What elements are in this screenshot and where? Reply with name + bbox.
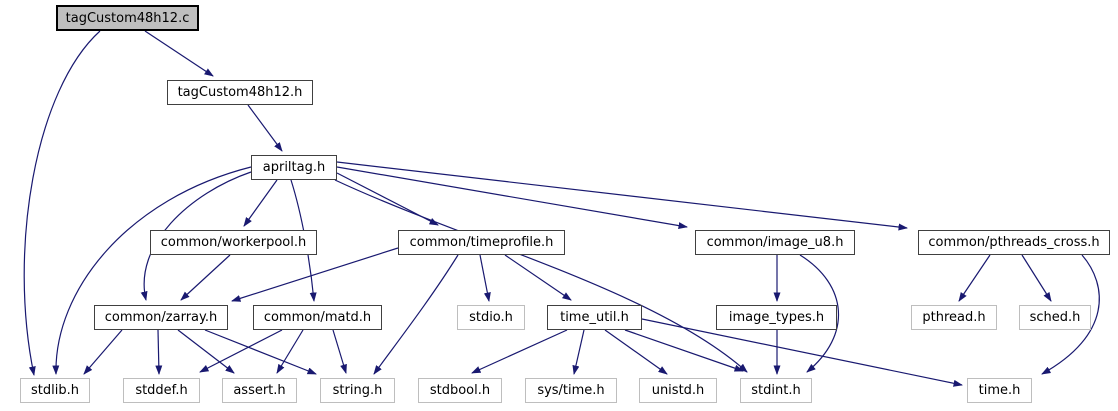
edge-timeprofile-to-time_util xyxy=(504,254,572,301)
graph-node-pthread: pthread.h xyxy=(911,305,997,330)
graph-node-time_util[interactable]: time_util.h xyxy=(547,305,642,330)
edge-apriltag-to-workerpool xyxy=(243,179,278,227)
graph-node-image_types[interactable]: image_types.h xyxy=(716,305,837,330)
edge-apriltag-to-stdlib xyxy=(52,166,252,375)
graph-node-zarray[interactable]: common/zarray.h xyxy=(94,305,228,330)
graph-node-sched: sched.h xyxy=(1019,305,1091,330)
graph-node-stddef: stddef.h xyxy=(123,378,200,403)
edge-apriltag-to-zarray xyxy=(140,171,252,301)
graph-node-tagcustom_h[interactable]: tagCustom48h12.h xyxy=(167,80,313,105)
graph-node-stdlib: stdlib.h xyxy=(20,378,90,403)
edge-time_util-to-unistd xyxy=(604,329,668,375)
graph-node-stdbool: stdbool.h xyxy=(418,378,502,403)
edge-timeprofile-to-stdio xyxy=(479,254,491,302)
graph-node-stdio: stdio.h xyxy=(457,305,525,330)
graph-node-stdint: stdint.h xyxy=(740,378,812,403)
graph-node-apriltag[interactable]: apriltag.h xyxy=(251,155,337,180)
graph-node-string: string.h xyxy=(320,378,395,403)
edge-matd-to-assert xyxy=(276,329,304,374)
edge-apriltag-to-pthreads_cross xyxy=(336,161,908,231)
edge-image_u8-to-stdint xyxy=(799,254,840,373)
graph-node-assert: assert.h xyxy=(222,378,297,403)
edge-workerpool-to-zarray xyxy=(180,254,231,301)
edge-apriltag-to-stdint xyxy=(334,179,748,373)
edge-zarray-to-assert xyxy=(177,329,235,374)
graph-node-pthreads_cross[interactable]: common/pthreads_cross.h xyxy=(918,230,1110,255)
edge-pthreads_cross-to-pthread xyxy=(958,254,991,302)
graph-node-workerpool[interactable]: common/workerpool.h xyxy=(150,230,317,255)
graph-node-time: time.h xyxy=(967,378,1032,403)
edge-timeprofile-to-zarray xyxy=(231,247,399,302)
graph-node-tagcustom_c: tagCustom48h12.c xyxy=(56,5,199,31)
edge-apriltag-to-image_u8 xyxy=(336,166,688,230)
edge-matd-to-stddef xyxy=(199,329,283,373)
edge-zarray-to-stddef xyxy=(155,329,163,375)
graph-node-matd[interactable]: common/matd.h xyxy=(253,305,382,330)
edge-tagcustom_c-to-tagcustom_h xyxy=(144,30,214,77)
graph-node-unistd: unistd.h xyxy=(639,378,717,403)
edge-pthreads_cross-to-time xyxy=(1041,254,1100,375)
edge-tagcustom_h-to-apriltag xyxy=(247,104,283,152)
edge-zarray-to-stdlib xyxy=(83,329,123,375)
graph-node-image_u8[interactable]: common/image_u8.h xyxy=(695,230,855,255)
edge-time_util-to-sys_time xyxy=(572,329,585,375)
edge-time_util-to-time xyxy=(641,318,963,387)
edge-zarray-to-string xyxy=(204,329,317,375)
edge-pthreads_cross-to-sched xyxy=(1021,254,1052,302)
graph-node-sys_time: sys/time.h xyxy=(525,378,617,403)
edge-time_util-to-stdbool xyxy=(471,329,568,374)
edge-timeprofile-to-string xyxy=(373,254,459,375)
edge-tagcustom_c-to-stdlib xyxy=(23,30,101,376)
edge-matd-to-string xyxy=(332,329,347,374)
graph-node-timeprofile[interactable]: common/timeprofile.h xyxy=(398,230,565,255)
edge-time_util-to-stdint xyxy=(624,329,744,372)
